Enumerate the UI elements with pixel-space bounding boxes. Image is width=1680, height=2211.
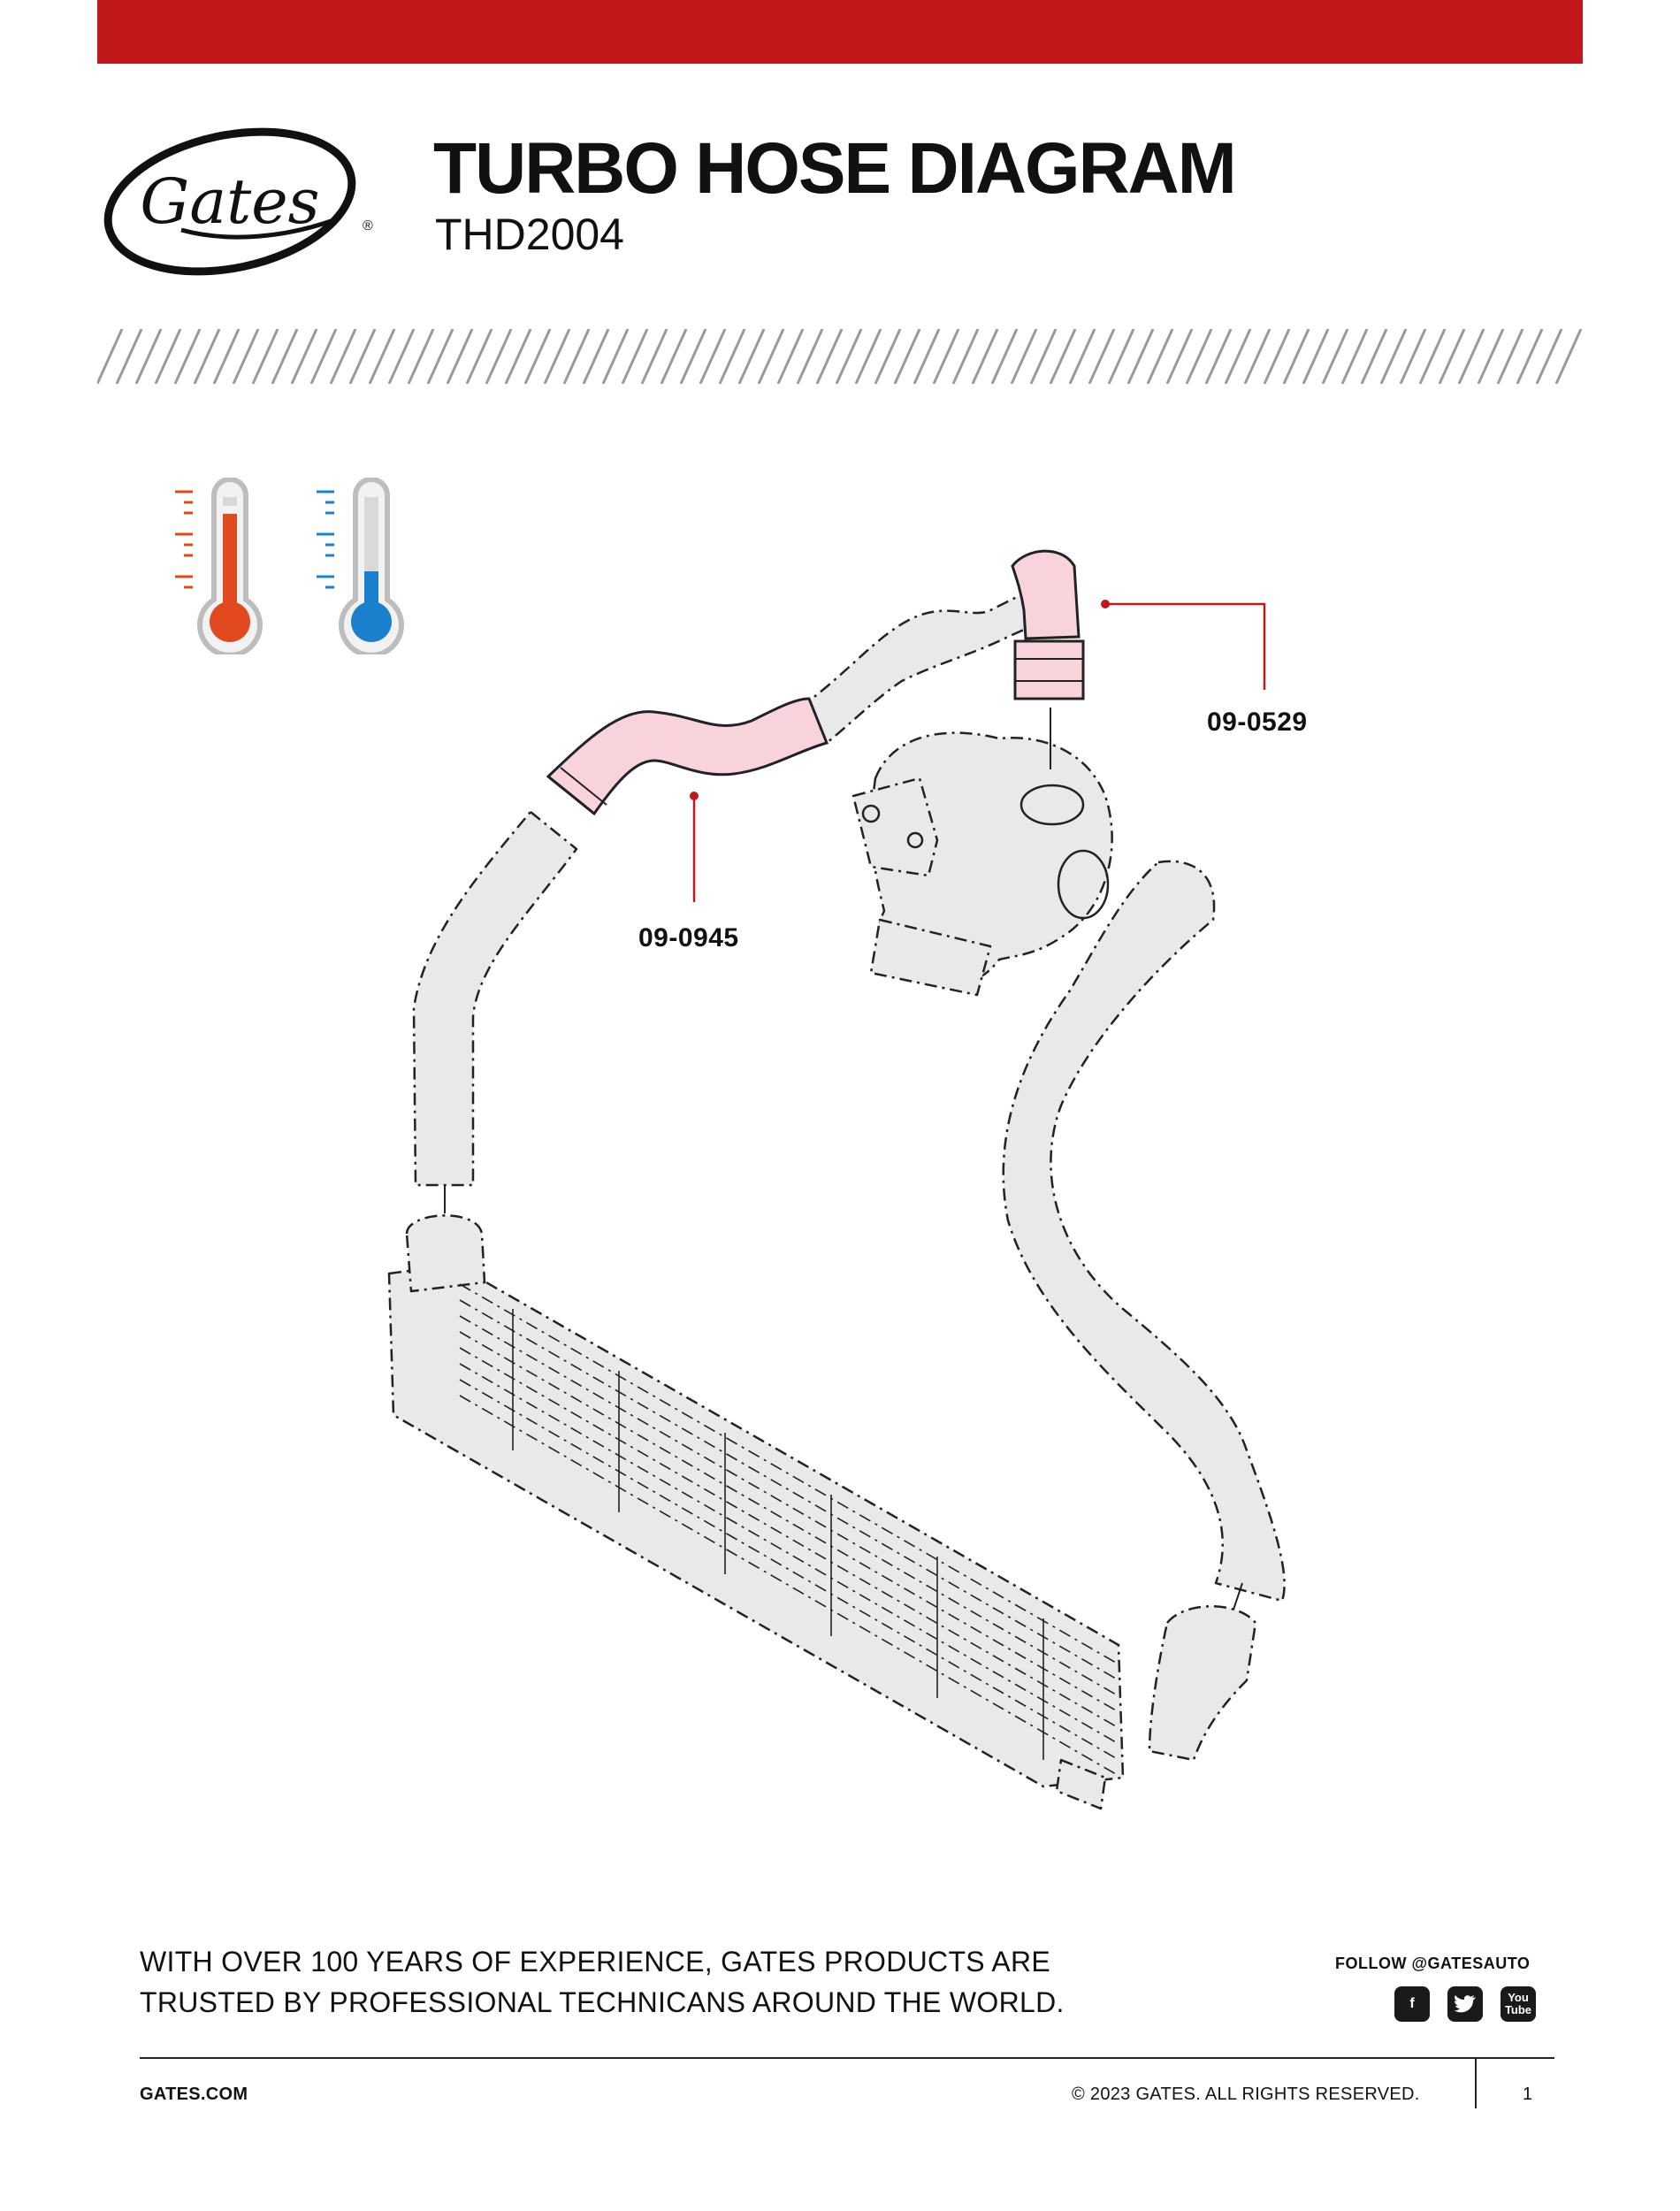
hot-thermometer-fill	[223, 514, 237, 612]
turbocharger	[870, 731, 1113, 980]
top-accent-bar	[97, 0, 1583, 64]
page-number: 1	[1523, 2085, 1533, 2104]
part-09-0529-elbow	[1011, 549, 1081, 640]
copyright: © 2023 GATES. ALL RIGHTS RESERVED.	[1072, 2085, 1420, 2104]
follow-label: FOLLOW @GATESAUTO	[1335, 1955, 1531, 1972]
upper-charge-hose	[798, 586, 1050, 745]
footer-vertical-divider	[1475, 2057, 1477, 2108]
intercooler	[387, 1263, 1125, 1788]
part-label-09-0529[interactable]: 09-0529	[1207, 708, 1308, 737]
intercooler-inlet-hose	[412, 810, 578, 1187]
facebook-icon[interactable]: f	[1394, 1986, 1430, 2022]
footer-divider	[140, 2057, 1554, 2059]
part-label-09-0945[interactable]: 09-0945	[638, 923, 739, 952]
tagline: WITH OVER 100 YEARS OF EXPERIENCE, GATES…	[140, 1946, 1065, 2018]
part-09-0945-hose	[546, 697, 829, 816]
hatched-divider	[97, 329, 1583, 384]
hot-thermometer-icon	[175, 478, 263, 654]
website-link[interactable]: GATES.COM	[140, 2085, 248, 2104]
twitter-icon[interactable]	[1447, 1986, 1483, 2022]
cold-thermometer-icon	[317, 478, 404, 654]
gates-logo: Gates ®	[103, 127, 373, 276]
intercooler-outlet-hose	[1002, 860, 1286, 1603]
page-title: TURBO HOSE DIAGRAM	[433, 128, 1237, 209]
diagram-code: THD2004	[435, 210, 624, 259]
svg-text:Gates: Gates	[140, 165, 319, 238]
svg-text:®: ®	[363, 218, 373, 233]
